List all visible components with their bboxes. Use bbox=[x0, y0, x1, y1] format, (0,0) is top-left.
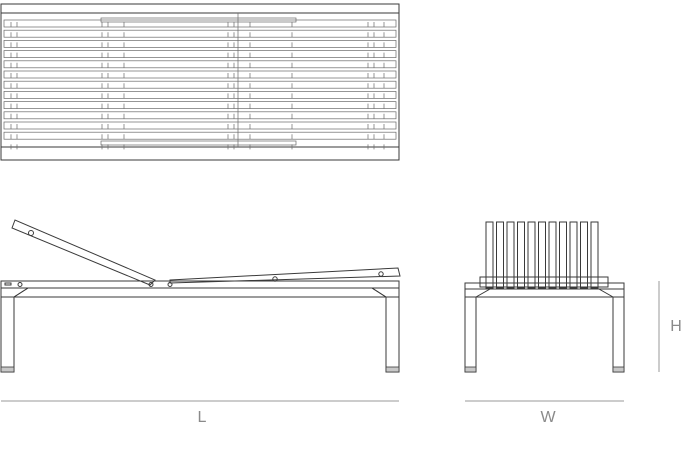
slat bbox=[3, 111, 397, 120]
backrest-slat bbox=[590, 221, 599, 289]
slat bbox=[3, 40, 397, 48]
backrest-slat bbox=[517, 221, 525, 289]
slat bbox=[3, 80, 397, 89]
slat bbox=[3, 29, 397, 38]
slat bbox=[3, 60, 397, 69]
top-view-fasteners bbox=[10, 22, 385, 150]
backrest-slat bbox=[506, 221, 515, 289]
front-view bbox=[464, 221, 625, 373]
front-view-rail bbox=[464, 282, 625, 290]
slat bbox=[3, 131, 397, 140]
top-view bbox=[0, 3, 400, 161]
backrest-slat bbox=[485, 221, 494, 289]
backrest-slat bbox=[538, 221, 546, 289]
slat bbox=[3, 70, 397, 79]
backrest-slat bbox=[548, 221, 557, 289]
slat bbox=[3, 91, 397, 99]
backrest-slat bbox=[569, 221, 578, 289]
backrest-slat bbox=[496, 221, 504, 289]
slat bbox=[3, 121, 397, 130]
slat bbox=[3, 50, 397, 58]
length-label: L bbox=[198, 409, 207, 426]
slat bbox=[3, 19, 397, 28]
backrest-pivot bbox=[28, 230, 34, 236]
side-leg-right bbox=[370, 287, 400, 373]
slat bbox=[3, 101, 397, 109]
dimension-lines bbox=[1, 281, 660, 402]
front-leg-left bbox=[464, 288, 492, 373]
backrest-slat bbox=[527, 221, 536, 289]
side-frame-rail bbox=[0, 280, 400, 289]
backrest-slat bbox=[580, 221, 588, 289]
backrest-slat bbox=[559, 221, 567, 289]
backrest bbox=[11, 219, 156, 286]
front-view-backrest-slats bbox=[485, 221, 599, 289]
top-view-outline bbox=[0, 3, 400, 161]
side-view bbox=[0, 219, 401, 373]
front-leg-right bbox=[597, 288, 625, 373]
top-view-slats bbox=[3, 19, 397, 140]
height-label: H bbox=[670, 318, 682, 335]
side-leg-left bbox=[0, 287, 30, 373]
width-label: W bbox=[540, 409, 556, 426]
front-view-seat bbox=[479, 276, 609, 288]
